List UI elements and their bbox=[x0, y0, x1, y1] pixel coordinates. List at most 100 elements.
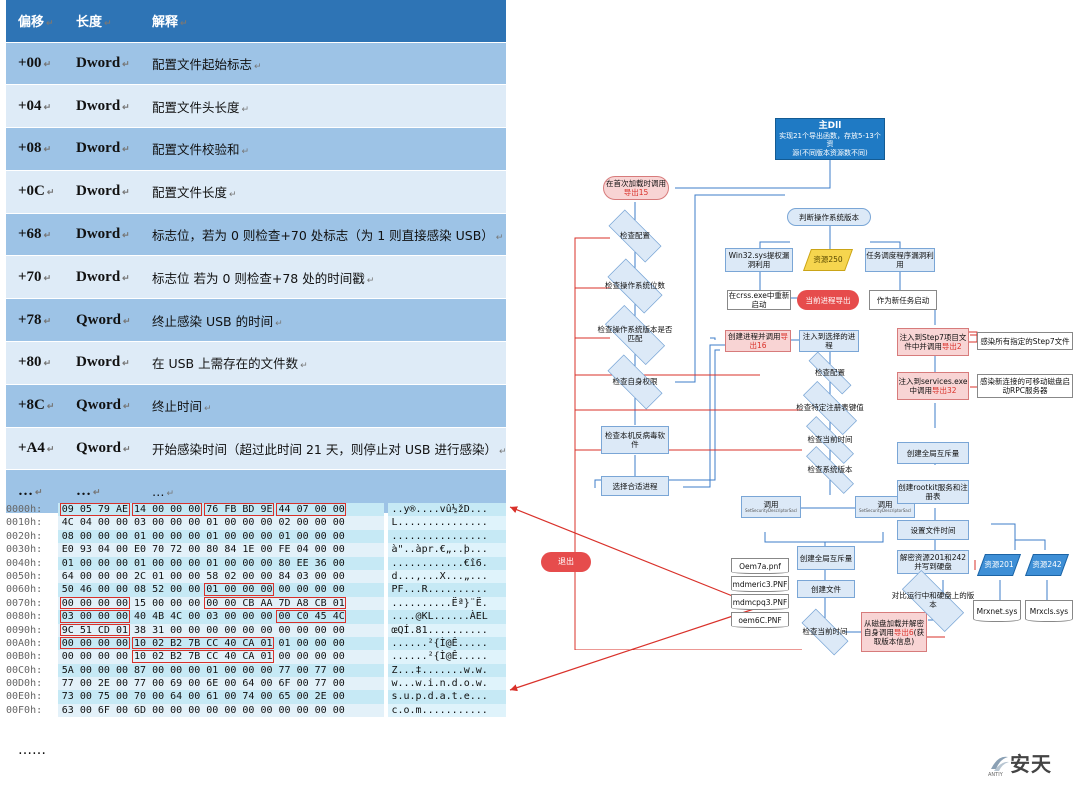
cell-description: 终止感染 USB 的时间↵ bbox=[140, 298, 506, 342]
cell-offset: +70↵ bbox=[6, 255, 64, 299]
hex-bytes: 73 00 75 00 70 00 64 00 61 00 74 00 65 0… bbox=[57, 690, 385, 704]
table-row: +0C↵Dword↵配置文件长度↵ bbox=[6, 169, 506, 214]
node-check-privilege: 检查自身权限 bbox=[597, 354, 673, 410]
hex-row: 0060h: 50 46 00 00 08 52 00 00 01 00 00 0… bbox=[6, 583, 506, 597]
hex-bytes: 63 00 6F 00 6D 00 00 00 00 00 00 00 00 0… bbox=[57, 703, 385, 718]
table-row: +8C↵Qword↵终止时间↵ bbox=[6, 383, 506, 428]
logo-name: 安天 bbox=[1010, 752, 1052, 776]
hex-ascii: w...w.i.n.d.o.w. bbox=[388, 677, 506, 691]
cell-description: 开始感染时间（超过此时间 21 天，则停止对 USB 进行感染）↵ bbox=[140, 426, 506, 470]
header-length: 长度↵ bbox=[64, 0, 140, 42]
hex-row: 00F0h: 63 00 6F 00 6D 00 00 00 00 00 00 0… bbox=[6, 703, 506, 718]
node-create-rootkit: 创建rootkit服务和注册表 bbox=[897, 480, 969, 504]
highlight-box bbox=[59, 503, 130, 516]
header-offset: 偏移↵ bbox=[6, 0, 64, 42]
node-load-decrypt: 从磁盘加载并解密自身调用导出6(获取版本信息) bbox=[861, 612, 927, 652]
hex-ascii: ................ bbox=[388, 529, 506, 544]
file-oem6c: oem6C.PNF bbox=[731, 612, 789, 628]
node-select-process: 选择合适进程 bbox=[601, 476, 669, 496]
cell-offset: +A4↵ bbox=[6, 426, 64, 470]
hex-ascii: Z...‡.......w.w. bbox=[388, 663, 506, 678]
highlight-box bbox=[276, 610, 347, 623]
hex-address: 00A0h: bbox=[6, 637, 43, 649]
hex-row: 0080h:03 00 00 00 40 4B 4C 00 03 00 00 0… bbox=[6, 610, 506, 624]
node-create-mutex: 创建全局互斥量 bbox=[797, 546, 855, 570]
hex-row: 0000h:09 05 79 AE 14 00 00 00 76 FB BD 9… bbox=[6, 503, 506, 517]
node-create-global-mutex: 创建全局互斥量 bbox=[897, 442, 969, 464]
cell-length: Dword↵ bbox=[64, 127, 140, 171]
highlight-box bbox=[204, 503, 275, 516]
hex-bytes: 01 00 00 00 01 00 00 00 01 00 00 00 80 E… bbox=[57, 556, 385, 570]
file-mrxnet: Mrxnet.sys bbox=[973, 600, 1021, 622]
hex-bytes: 50 46 00 00 08 52 00 00 01 00 00 00 00 0… bbox=[57, 583, 385, 597]
hex-address: 0000h: bbox=[6, 504, 43, 515]
node-check-os-bits: 检查操作系统位数 bbox=[599, 258, 671, 314]
hex-address: 0030h: bbox=[6, 544, 43, 556]
hex-row: 00A0h: 00 00 00 00 10 02 B2 7B CC 40 CA 0… bbox=[6, 636, 506, 651]
node-new-task: 作为新任务启动 bbox=[869, 290, 937, 310]
cell-length: Dword↵ bbox=[64, 212, 140, 256]
cell-offset: +0C↵ bbox=[6, 169, 64, 214]
cell-length: Dword↵ bbox=[64, 255, 140, 299]
cell-offset: …↵ bbox=[6, 469, 64, 513]
node-create-process: 创建进程并调用导出16 bbox=[725, 330, 791, 352]
hex-row: 0070h:00 00 00 00 15 00 00 00 00 00 CB A… bbox=[6, 596, 506, 611]
hex-address: 0080h: bbox=[6, 611, 43, 623]
hex-bytes: 00 00 00 00 10 02 B2 7B CC 40 CA 01 00 0… bbox=[57, 650, 385, 664]
hex-ascii: ......²{Ì@Ê..... bbox=[388, 650, 506, 664]
hex-address: 0060h: bbox=[6, 584, 43, 596]
table-row: +68↵Dword↵标志位，若为 0 则检查+70 处标志（为 1 则直接感染 … bbox=[6, 212, 506, 256]
cell-description: 配置文件校验和↵ bbox=[140, 127, 506, 171]
hex-bytes: 08 00 00 00 01 00 00 00 01 00 00 00 01 0… bbox=[57, 529, 385, 544]
node-task-scheduler: 任务调度程序漏洞利用 bbox=[865, 248, 935, 272]
hex-bytes: 5A 00 00 00 87 00 00 00 01 00 00 00 77 0… bbox=[57, 663, 385, 678]
node-check-os-version: 检查操作系统版本是否匹配 bbox=[595, 304, 675, 366]
hex-ascii: ......²{Ì@Ê..... bbox=[388, 636, 506, 651]
hex-ascii: ..........Ëª}¨Ë. bbox=[388, 596, 506, 611]
hex-address: 0010h: bbox=[6, 517, 43, 529]
hex-ascii: à"..àpr.€„..þ... bbox=[388, 543, 506, 557]
hex-ascii: ....@KL......ÀEL bbox=[388, 610, 506, 624]
highlight-box bbox=[59, 610, 130, 623]
cell-length: Dword↵ bbox=[64, 84, 140, 128]
cell-offset: +78↵ bbox=[6, 298, 64, 342]
node-win32sys: Win32.sys提权漏洞利用 bbox=[725, 248, 793, 272]
highlight-box bbox=[131, 503, 203, 516]
cell-length: Qword↵ bbox=[64, 298, 140, 342]
cell-offset: +08↵ bbox=[6, 127, 64, 171]
node-current-export: 当前进程导出 bbox=[797, 290, 859, 310]
antiy-logo: 安天 ANTIY bbox=[988, 748, 1052, 778]
hex-ascii: c.o.m........... bbox=[388, 703, 506, 718]
hex-ascii: ............€î6. bbox=[388, 556, 506, 570]
ellipsis: …… bbox=[18, 742, 46, 758]
hex-address: 00F0h: bbox=[6, 704, 43, 716]
node-set-file-time: 设置文件时间 bbox=[897, 520, 969, 540]
table-row: +80↵Dword↵在 USB 上需存在的文件数↵ bbox=[6, 341, 506, 385]
node-check-time-2: 检查当前时间 bbox=[793, 608, 857, 656]
cell-offset: +00↵ bbox=[6, 41, 64, 85]
table-row: +00↵Dword↵配置文件起始标志↵ bbox=[6, 41, 506, 85]
cell-offset: +8C↵ bbox=[6, 383, 64, 428]
node-check-time: 检查当前时间 bbox=[793, 416, 867, 464]
hex-row: 0090h:9C 51 CD 01 38 31 00 00 00 00 00 0… bbox=[6, 623, 506, 637]
node-judge-os: 判断操作系统版本 bbox=[787, 208, 871, 226]
hex-bytes: 00 00 00 00 10 02 B2 7B CC 40 CA 01 01 0… bbox=[57, 636, 385, 651]
node-decrypt-res: 解密资源201和242并写到硬盘 bbox=[897, 550, 969, 574]
hex-address: 0020h: bbox=[6, 530, 43, 542]
table-row: +A4↵Qword↵开始感染时间（超过此时间 21 天，则停止对 USB 进行感… bbox=[6, 426, 506, 470]
hex-row: 00C0h:5A 00 00 00 87 00 00 00 01 00 00 0… bbox=[6, 663, 506, 678]
header-description: 解释↵ bbox=[140, 0, 506, 42]
cell-description: 标志位，若为 0 则检查+70 处标志（为 1 则直接感染 USB）↵ bbox=[140, 212, 506, 256]
table-header-row: 偏移↵ 长度↵ 解释↵ bbox=[6, 0, 506, 42]
cell-length: Qword↵ bbox=[64, 383, 140, 428]
hex-bytes: 64 00 00 00 2C 01 00 00 58 02 00 00 84 0… bbox=[57, 569, 385, 584]
hex-address: 0040h: bbox=[6, 557, 43, 569]
node-check-sys-version: 检查系统版本 bbox=[793, 446, 867, 494]
stuxnet-flowchart: 主Dll 实现21个导出函数，存放5-13个资 源(不同版本资源数不同) 在首次… bbox=[535, 110, 1080, 656]
logo-swirl-icon bbox=[991, 756, 1009, 771]
hex-ascii: L............... bbox=[388, 516, 506, 530]
cell-length: Dword↵ bbox=[64, 341, 140, 385]
hex-address: 00B0h: bbox=[6, 651, 43, 663]
hex-bytes: 77 00 2E 00 77 00 69 00 6E 00 64 00 6F 0… bbox=[57, 677, 385, 691]
